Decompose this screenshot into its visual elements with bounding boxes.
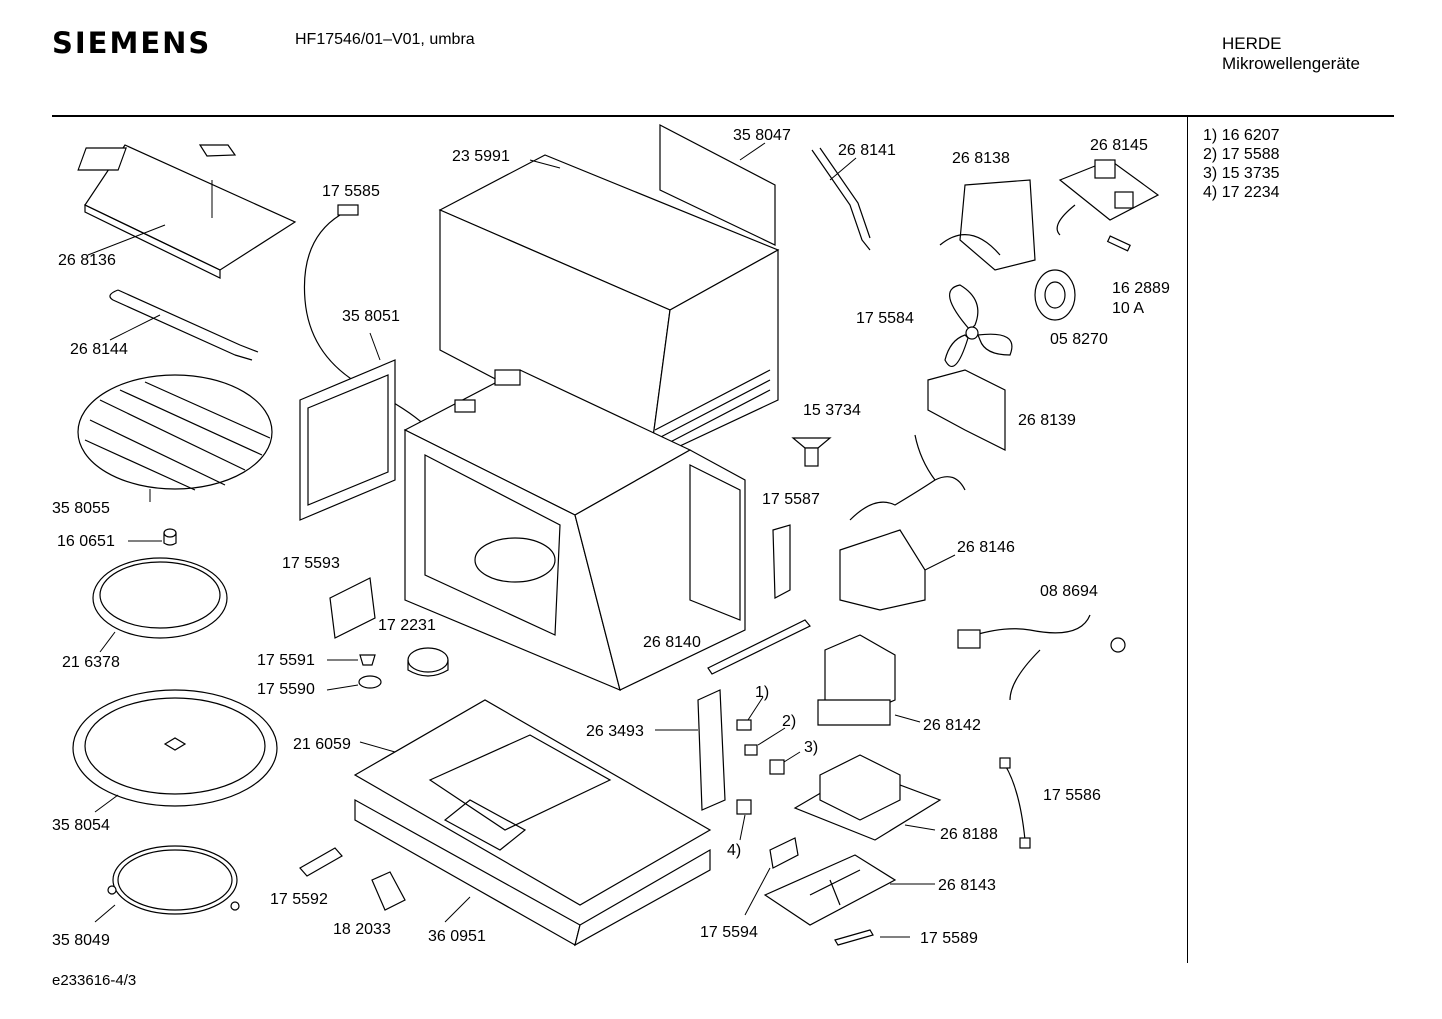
part-rail <box>707 619 811 675</box>
part-grill-cover <box>77 144 297 279</box>
label-268188: 26 8188 <box>940 826 998 843</box>
label-268145: 26 8145 <box>1090 137 1148 154</box>
label-175589: 17 5589 <box>920 930 978 947</box>
label-10a: 10 A <box>1112 300 1144 317</box>
part-heating-element <box>109 289 259 361</box>
model-number: HF17546/01–V01, umbra <box>295 31 475 48</box>
sidebar-divider <box>1187 117 1188 963</box>
part-power-cord <box>957 614 1126 701</box>
part-air-guide <box>927 369 1006 451</box>
part-transformer <box>793 754 942 841</box>
label-182033: 18 2033 <box>333 921 391 938</box>
part-bracket <box>299 847 343 877</box>
part-fuse <box>1106 235 1131 252</box>
part-fan-housing <box>939 179 1036 271</box>
reference-item: 3) 15 3735 <box>1203 165 1280 182</box>
label-162889: 16 2889 <box>1112 280 1170 297</box>
part-baking-pan <box>92 557 228 639</box>
drawing-id: e233616-4/3 <box>52 972 137 989</box>
label-235991: 23 5991 <box>452 148 510 165</box>
part-base-plate <box>353 699 712 947</box>
label-175586: 17 5586 <box>1043 787 1101 804</box>
label-216378: 21 6378 <box>62 654 120 671</box>
part-strip <box>834 929 874 946</box>
label-268142: 26 8142 <box>923 717 981 734</box>
category-block: HERDE Mikrowellengeräte <box>1222 34 1360 74</box>
label-358047: 35 8047 <box>733 127 791 144</box>
category-line-1: HERDE <box>1222 34 1282 53</box>
part-lamp-wire <box>849 434 966 521</box>
part-switch-holder <box>697 689 785 815</box>
callout-1: 1) <box>755 684 769 701</box>
category-line-2: Mikrowellengeräte <box>1222 54 1360 73</box>
part-foot <box>371 871 406 911</box>
label-358054: 35 8054 <box>52 817 110 834</box>
label-172231: 17 2231 <box>378 617 436 634</box>
reference-item: 1) 16 6207 <box>1203 127 1280 144</box>
part-latch-plate <box>772 524 791 599</box>
part-short-lead <box>999 757 1031 849</box>
part-support-bracket <box>839 529 926 611</box>
part-fan-blade <box>944 284 1013 367</box>
part-oven-cavity <box>403 369 746 692</box>
part-hinge-clip <box>769 837 799 869</box>
label-175584: 17 5584 <box>856 310 914 327</box>
label-263493: 26 3493 <box>586 723 644 740</box>
part-filter-board <box>1056 159 1160 236</box>
part-thermostat-wire <box>303 204 431 431</box>
part-back-panel <box>659 124 776 246</box>
part-coupling-nut <box>358 654 382 689</box>
label-175593: 17 5593 <box>282 555 340 572</box>
part-mounting-bar <box>811 147 871 251</box>
part-turntable-plate <box>72 689 278 807</box>
label-360951: 36 0951 <box>428 928 486 945</box>
label-175594: 17 5594 <box>700 924 758 941</box>
callout-2: 2) <box>782 713 796 730</box>
label-268139: 26 8139 <box>1018 412 1076 429</box>
part-magnetron <box>817 634 896 726</box>
label-160651: 16 0651 <box>57 533 115 550</box>
label-358055: 35 8055 <box>52 500 110 517</box>
brand-logo: SIEMENS <box>52 26 212 60</box>
label-175587: 17 5587 <box>762 491 820 508</box>
part-grill-rack <box>77 374 273 502</box>
label-268146: 26 8146 <box>957 539 1015 556</box>
label-175585: 17 5585 <box>322 183 380 200</box>
reference-item: 2) 17 5588 <box>1203 146 1280 163</box>
part-outer-casing <box>438 154 780 462</box>
part-lamp-holder <box>791 437 832 467</box>
label-088694: 08 8694 <box>1040 583 1098 600</box>
label-358049: 35 8049 <box>52 932 110 949</box>
part-mica-sheet <box>329 577 376 639</box>
part-fan-motor <box>1034 269 1076 321</box>
label-268143: 26 8143 <box>938 877 996 894</box>
header-divider <box>52 115 1394 117</box>
label-175592: 17 5592 <box>270 891 328 908</box>
label-268141: 26 8141 <box>838 142 896 159</box>
label-175591: 17 5591 <box>257 652 315 669</box>
reference-item: 4) 17 2234 <box>1203 184 1280 201</box>
part-coupler <box>163 528 177 546</box>
callout-3: 3) <box>804 739 818 756</box>
label-268138: 26 8138 <box>952 150 1010 167</box>
part-roller-ring <box>107 845 240 915</box>
label-058270: 05 8270 <box>1050 331 1108 348</box>
label-268136: 26 8136 <box>58 252 116 269</box>
part-wave-guide-cover <box>299 359 396 521</box>
reference-list: 1) 16 6207 2) 17 5588 3) 15 3735 4) 17 2… <box>1203 126 1280 202</box>
part-turntable-motor <box>407 647 449 677</box>
label-216059: 21 6059 <box>293 736 351 753</box>
label-153734: 15 3734 <box>803 402 861 419</box>
label-268140: 26 8140 <box>643 634 701 651</box>
part-cover-plate <box>763 854 897 926</box>
label-175590: 17 5590 <box>257 681 315 698</box>
label-268144: 26 8144 <box>70 341 128 358</box>
callout-4: 4) <box>727 842 741 859</box>
label-358051: 35 8051 <box>342 308 400 325</box>
